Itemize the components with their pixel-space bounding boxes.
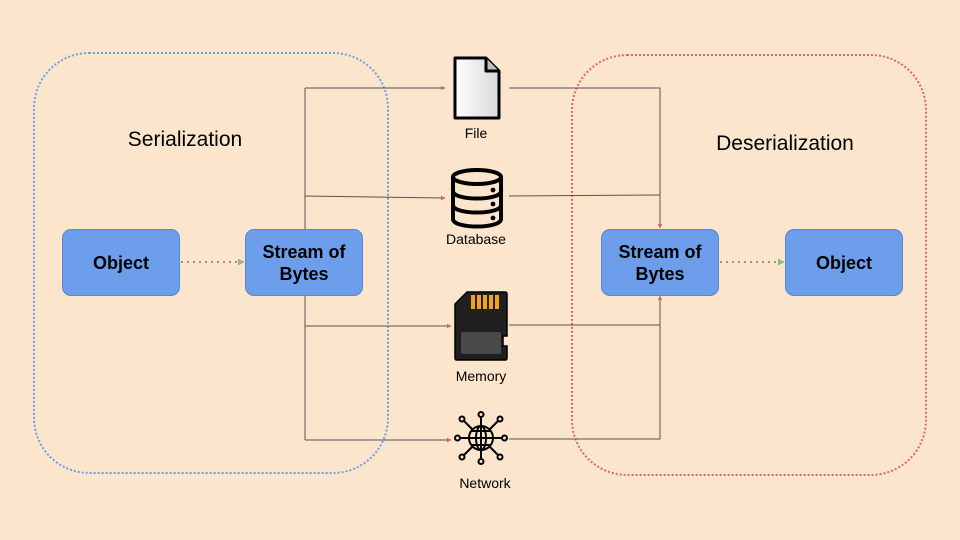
stream-of-bytes-node-left: Stream of Bytes [245, 229, 363, 296]
object-node-right: Object [785, 229, 903, 296]
deserialization-title: Deserialization [716, 132, 854, 155]
network-icon [454, 411, 508, 465]
file-icon [453, 56, 501, 120]
file-to-deser-line [509, 87, 660, 228]
network-label: Network [459, 475, 511, 491]
memory-label: Memory [455, 368, 507, 384]
file-label: File [464, 125, 488, 141]
ser-to-database-arrow [304, 195, 445, 198]
network-to-deser-line [509, 296, 660, 440]
serialization-region [33, 52, 389, 474]
stream-of-bytes-node-right: Stream of Bytes [601, 229, 719, 296]
memory-card-icon [454, 291, 508, 361]
database-to-deser-line [508, 194, 661, 197]
object-node-left: Object [62, 229, 180, 296]
database-label: Database [446, 231, 506, 247]
deserialization-region [571, 54, 927, 476]
database-icon [451, 168, 503, 229]
serialization-title: Serialization [127, 128, 243, 151]
